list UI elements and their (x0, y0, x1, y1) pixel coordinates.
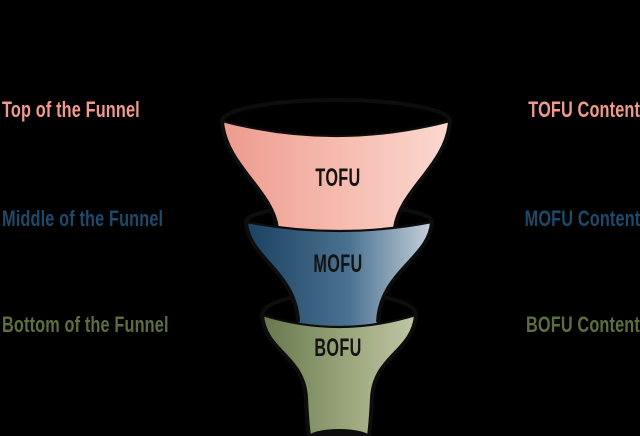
label-top-of-the-funnel: Top of the Funnel (2, 97, 140, 122)
bofu-tier: BOFU (260, 313, 418, 436)
mofu-text: MOFU (313, 251, 362, 278)
mofu-body (246, 222, 432, 333)
mofu-lip-line (245, 220, 433, 233)
label-middle-of-the-funnel: Middle of the Funnel (2, 206, 164, 231)
tofu-body-outline (220, 120, 452, 229)
label-bofu-content: BOFU Content (526, 312, 640, 337)
bofu-lip-line (261, 313, 417, 329)
tofu-body (222, 121, 450, 238)
label-mofu-content: MOFU Content (524, 206, 640, 231)
mofu-body-outline (244, 221, 434, 323)
tofu-tier: TOFU (220, 98, 452, 238)
label-tofu-content: TOFU Content (528, 97, 640, 122)
bofu-body-outline (260, 314, 418, 436)
bofu-text: BOFU (314, 335, 361, 362)
label-bottom-of-the-funnel: Bottom of the Funnel (2, 312, 169, 337)
bofu-body (262, 315, 416, 436)
tofu-text: TOFU (315, 165, 360, 192)
bofu-spout-bottom (308, 429, 370, 436)
tofu-lip-line (221, 119, 451, 138)
mofu-tier: MOFU (244, 220, 434, 333)
